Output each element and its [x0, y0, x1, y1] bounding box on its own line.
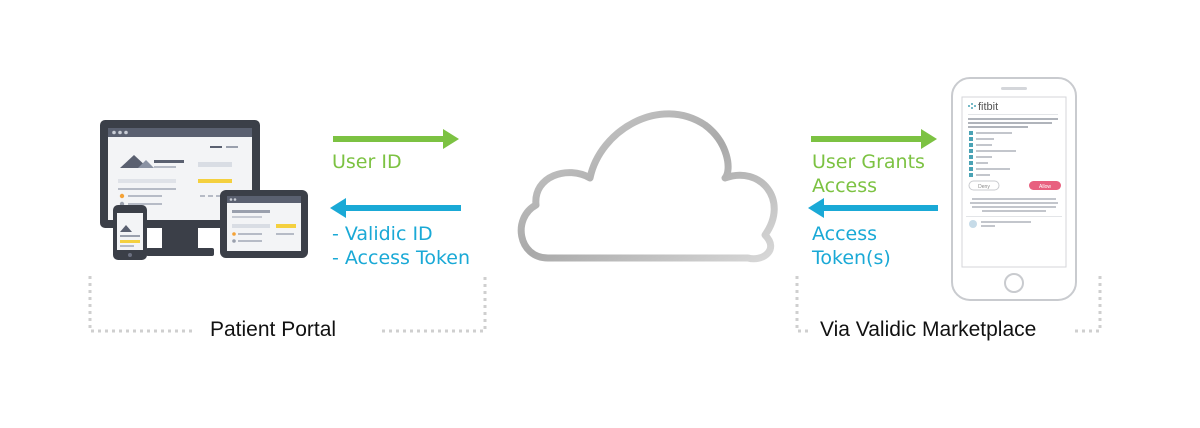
access-tokens-label-line1: Access [812, 223, 878, 245]
access-label: Access [812, 175, 878, 197]
access-tokens-label-line2: Token(s) [812, 247, 891, 269]
permission-checklist [969, 131, 1016, 177]
access-token-label: - Access Token [332, 247, 471, 269]
cloud-icon [517, 110, 778, 263]
user-id-label: User ID [332, 151, 402, 173]
allow-button-label: Allow [1039, 184, 1051, 190]
marketplace-bracket [795, 276, 1102, 333]
user-grants-label: User Grants [812, 151, 925, 173]
fitbit-logo [968, 103, 976, 109]
validic-id-label: - Validic ID [332, 223, 433, 245]
deny-button[interactable] [968, 180, 1000, 191]
marketplace-caption: Via Validic Marketplace [820, 318, 1037, 341]
validic-id-arrow [330, 198, 461, 218]
access-token-arrow [808, 198, 938, 218]
deny-button-label: Deny [978, 184, 990, 190]
smartphone-illustration: fitbit Deny Allow [951, 77, 1077, 301]
user-grants-arrow [811, 129, 937, 149]
user-id-arrow [333, 129, 459, 149]
allow-button[interactable] [1029, 181, 1061, 190]
phone-brand: fitbit [978, 101, 998, 113]
patient-portal-caption: Patient Portal [210, 318, 337, 341]
devices-illustration [100, 120, 308, 260]
